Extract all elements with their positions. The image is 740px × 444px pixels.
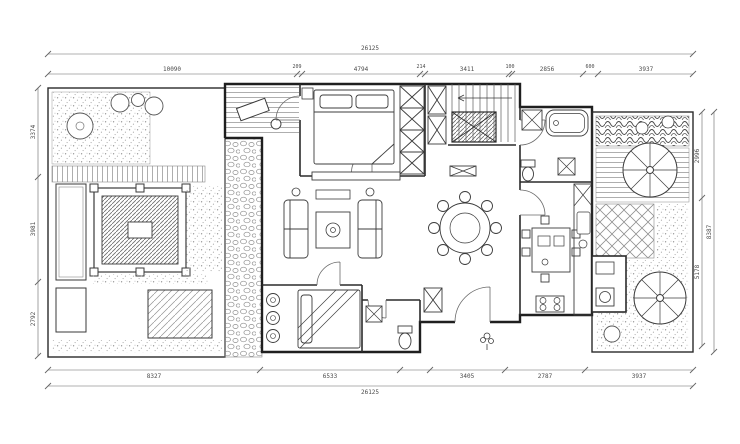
- stone-path: [224, 137, 263, 358]
- dim-label: 8387: [706, 224, 713, 239]
- dim-label: 3374: [30, 124, 37, 139]
- washbasin-upper: [557, 157, 576, 176]
- refrigerator: [573, 183, 593, 207]
- bedroom-second: [266, 289, 361, 349]
- kitchen: [521, 183, 593, 316]
- nightstand: [301, 87, 314, 100]
- timber-deck: [147, 289, 213, 339]
- gravel-band-bottom: [52, 340, 222, 353]
- sofa-right: [357, 199, 383, 259]
- kitchen-stools: [521, 215, 581, 283]
- dimension-labels: 26125 10090 209 4794 214 3411 100 2856 6…: [30, 45, 713, 396]
- duct-shafts: [427, 85, 447, 145]
- dimension-layer: [34, 50, 718, 390]
- dim-label: 8327: [147, 373, 162, 380]
- gravel-strip: [656, 204, 689, 258]
- right-garden: [591, 111, 694, 353]
- bed-second: [297, 289, 361, 349]
- balcony-table: [270, 118, 282, 130]
- balcony-bench: [235, 97, 270, 122]
- dim-label: 2792: [30, 311, 37, 326]
- dim-label: 5178: [694, 264, 701, 279]
- dim-label: 3937: [632, 373, 647, 380]
- dim-label: 2996: [694, 148, 701, 163]
- dim-label: 3411: [460, 66, 475, 73]
- bathtub: [545, 109, 589, 137]
- dim-label: 2787: [538, 373, 553, 380]
- sideboard: [449, 165, 477, 177]
- dim-label: 2856: [540, 66, 555, 73]
- stair-direction-arrow: [457, 94, 512, 102]
- flower: [635, 121, 649, 135]
- shower: [521, 109, 543, 131]
- tv-console: [311, 171, 401, 181]
- left-garden: [47, 87, 226, 358]
- floor-lamp-left: [291, 187, 301, 197]
- exterior-walls: [223, 82, 594, 354]
- bed-master: [313, 89, 395, 165]
- plant-ornament: [480, 332, 494, 350]
- bedside-stools: [266, 293, 280, 343]
- toilet-upper: [520, 159, 536, 182]
- planter-bed: [55, 183, 87, 333]
- washing-machine: [595, 287, 615, 307]
- stairs: [451, 84, 516, 143]
- wardrobe: [399, 85, 425, 175]
- dim-label: 3981: [30, 221, 37, 236]
- dim-label: 26125: [361, 45, 379, 52]
- kitchen-sink: [576, 211, 591, 235]
- dim-label: 209: [292, 64, 301, 70]
- parasol-north: [622, 142, 678, 198]
- gravel-strip-right: [186, 186, 222, 272]
- garden-trees: [66, 93, 164, 140]
- toilet-lower: [397, 325, 413, 350]
- sofa-left: [283, 199, 309, 259]
- washbasin-lower: [365, 305, 383, 323]
- dining-area: [428, 165, 502, 265]
- side-console: [315, 189, 351, 200]
- pavilion: [89, 183, 191, 277]
- bathroom-lower: [365, 305, 413, 350]
- duct-shaft-lower: [423, 287, 443, 313]
- herringbone-paving: [595, 203, 655, 259]
- living-room: [283, 171, 401, 259]
- kitchen-island: [531, 227, 571, 273]
- dim-label: 6533: [323, 373, 338, 380]
- dim-label: 214: [416, 64, 425, 70]
- floor-lamp-right: [365, 187, 375, 197]
- balcony: [226, 85, 299, 137]
- dim-label: 600: [585, 64, 594, 70]
- master-bedroom: [301, 85, 425, 175]
- dim-label: 3405: [460, 373, 475, 380]
- deck-band: [51, 165, 206, 183]
- coffee-table: [315, 211, 351, 249]
- dim-label: 3937: [639, 66, 654, 73]
- dim-label: 100: [505, 64, 514, 70]
- dim-label: 26125: [361, 389, 379, 396]
- dining-chairs: [428, 191, 502, 265]
- dining-table: [439, 202, 491, 254]
- house: [223, 82, 594, 354]
- laundry-room: [591, 255, 627, 313]
- bathroom-upper: [520, 109, 589, 182]
- gravel-band: [92, 274, 208, 284]
- parasol-south: [633, 271, 687, 325]
- flower: [661, 115, 675, 129]
- dim-label: 10090: [163, 66, 181, 73]
- cooktop: [535, 295, 565, 313]
- dim-label: 4794: [354, 66, 369, 73]
- garden-tree-small: [603, 325, 621, 343]
